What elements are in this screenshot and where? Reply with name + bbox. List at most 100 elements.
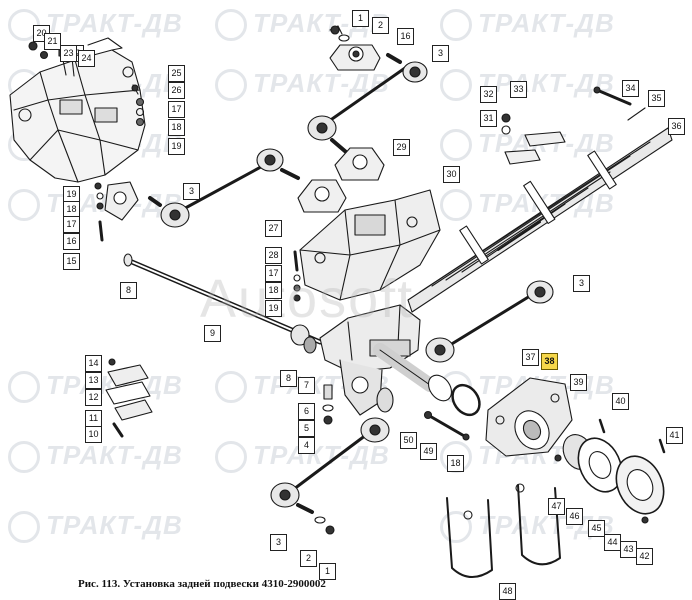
callout-c19c: 19 (265, 300, 282, 317)
callout-c26: 26 (168, 82, 185, 99)
callout-c50: 50 (400, 432, 417, 449)
callout-c35: 35 (648, 90, 665, 107)
callout-c45: 45 (588, 520, 605, 537)
leaf-spring-pack (407, 127, 673, 313)
upper-bracket (9, 37, 146, 183)
callout-c18d: 18 (447, 455, 464, 472)
axle-shaft-9 (123, 253, 323, 354)
callout-c27: 27 (265, 220, 282, 237)
callout-c34: 34 (622, 80, 639, 97)
callout-c17a: 17 (168, 101, 185, 118)
callout-c38: 38 (541, 353, 558, 370)
callout-c37: 37 (522, 349, 539, 366)
watermark-ring-icon (8, 189, 40, 222)
left-reaction-rod (148, 148, 300, 228)
callout-c17b: 17 (63, 216, 80, 233)
bracket-29 (334, 147, 385, 181)
watermark-ring-icon (8, 441, 40, 474)
watermark: ТРАКТ-ДВ (215, 440, 390, 474)
watermark-ring-icon (440, 189, 472, 222)
callout-c7: 7 (298, 377, 315, 394)
callout-c16b: 16 (63, 233, 80, 250)
callout-c44: 44 (604, 534, 621, 551)
callout-c19a: 19 (168, 138, 185, 155)
watermark-ring-icon (215, 9, 247, 42)
watermark: ТРАКТ-ДВ (215, 68, 390, 102)
right-reaction-rod (425, 280, 554, 363)
callout-c42: 42 (636, 548, 653, 565)
callout-c15: 15 (63, 253, 80, 270)
watermark-ring-icon (440, 69, 472, 102)
callout-c23: 23 (60, 45, 77, 62)
watermark-ring-icon (440, 129, 472, 162)
callout-c18c: 18 (265, 282, 282, 299)
callout-c2b: 2 (300, 550, 317, 567)
callout-c49: 49 (420, 443, 437, 460)
watermark-ring-icon (8, 511, 40, 544)
upper-reaction-rod (307, 53, 428, 154)
left-mid-bracket (94, 181, 139, 242)
watermark-ring-icon (440, 9, 472, 42)
callout-c6: 6 (298, 403, 315, 420)
hub-carrier-39 (485, 377, 573, 457)
callout-c41: 41 (666, 427, 683, 444)
callout-c13: 13 (85, 372, 102, 389)
callout-c16: 16 (397, 28, 414, 45)
bracket-16 (329, 25, 381, 71)
callout-c31: 31 (480, 110, 497, 127)
callout-c2a: 2 (372, 17, 389, 34)
callout-c14: 14 (85, 355, 102, 372)
callout-c3b: 3 (183, 183, 200, 200)
callout-c4: 4 (298, 437, 315, 454)
callout-c40: 40 (612, 393, 629, 410)
spring-bracket-30 (299, 189, 441, 301)
callout-c19b: 19 (63, 186, 80, 203)
callout-c43: 43 (620, 541, 637, 558)
bolt-stack-17-19 (293, 250, 301, 302)
callout-c5: 5 (298, 420, 315, 437)
watermark-overlay: Autosoft (200, 269, 415, 329)
watermark-ring-icon (215, 69, 247, 102)
callout-c11: 11 (85, 410, 102, 427)
callout-c48: 48 (499, 583, 516, 600)
callout-c24: 24 (78, 50, 95, 67)
watermark-ring-icon (8, 371, 40, 404)
bolt-34-and-pin-35 (593, 86, 646, 121)
watermark-ring-icon (215, 371, 247, 404)
callout-c3c: 3 (573, 275, 590, 292)
callout-c3a: 3 (432, 45, 449, 62)
callout-c12: 12 (85, 389, 102, 406)
spring-seat-parts (105, 358, 153, 438)
hub-covers (554, 418, 666, 524)
u-bolts-48 (446, 483, 561, 578)
callout-c1b: 1 (319, 563, 336, 580)
callout-c17c: 17 (265, 265, 282, 282)
callout-c25: 25 (168, 65, 185, 82)
callout-c18b: 18 (63, 201, 80, 218)
callout-c18a: 18 (168, 119, 185, 136)
callout-c21: 21 (44, 33, 61, 50)
bolt-stack-4-6 (322, 384, 334, 425)
callout-c33: 33 (510, 81, 527, 98)
callout-c8b: 8 (280, 370, 297, 387)
watermark: ТРАКТ-ДВ (8, 440, 183, 474)
watermark: ТРАКТ-ДВ (8, 8, 183, 42)
callout-c8a: 8 (120, 282, 137, 299)
callout-c28: 28 (265, 247, 282, 264)
callout-c3d: 3 (270, 534, 287, 551)
hub-tube (373, 343, 481, 417)
spring-clamps (501, 113, 566, 165)
callout-c29: 29 (393, 139, 410, 156)
bracket-27 (297, 179, 347, 213)
watermark-ring-icon (440, 511, 472, 544)
watermark: ТРАКТ-ДВ (440, 68, 615, 102)
bolt-49 (423, 410, 470, 441)
watermark-ring-icon (215, 441, 247, 474)
callout-c9: 9 (204, 325, 221, 342)
callout-c36: 36 (668, 118, 685, 135)
callout-c47: 47 (548, 498, 565, 515)
callout-c32: 32 (480, 86, 497, 103)
callout-c1a: 1 (352, 10, 369, 27)
callout-c30: 30 (443, 166, 460, 183)
